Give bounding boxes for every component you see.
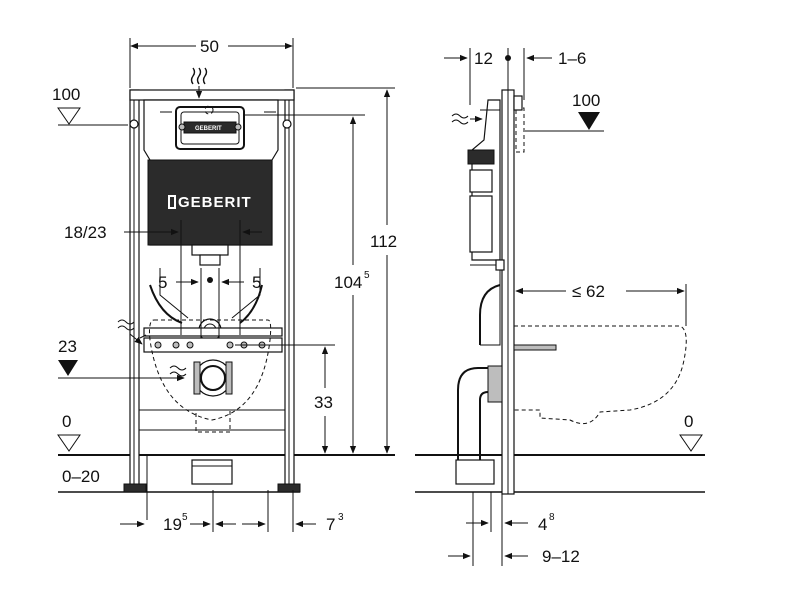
dim-drain-height: 33 (235, 344, 335, 454)
dim-bottom-left-label: 19 (163, 515, 182, 534)
side-dim-projection: ≤ 62 (515, 282, 687, 326)
dim-mount-height-label: 104 (334, 273, 362, 292)
side-level-0-label: 0 (684, 412, 693, 431)
dim-mount-height-sup: 5 (364, 270, 370, 281)
dim-mount-height: 104 5 (245, 114, 370, 454)
flush-plate: GEBERIT (175, 105, 245, 150)
side-view: 12 1–6 100 ≤ 62 0 (415, 48, 705, 566)
dim-floor-range-label: 0–20 (62, 467, 100, 486)
side-cistern (467, 99, 501, 346)
side-dim-bottom-a-sup: 8 (549, 512, 555, 523)
level-100-label: 100 (52, 85, 80, 104)
side-flush-plate (515, 107, 525, 153)
dim-bottom-left-sup: 5 (182, 512, 188, 523)
brand-logo: GEBERIT (178, 194, 252, 211)
side-flush-pipe (479, 284, 501, 345)
side-dim-top-range-label: 1–6 (558, 49, 586, 68)
drain-connection (191, 359, 233, 485)
side-dim-top-depth-label: 12 (474, 49, 493, 68)
level-23-label: 23 (58, 337, 77, 356)
side-water-supply-icon (451, 113, 483, 125)
side-level-100-label: 100 (572, 91, 600, 110)
frame-top-rail (129, 89, 295, 101)
dim-total-height: 112 (296, 87, 397, 454)
level-0-marker-front: 0 (57, 412, 81, 452)
dim-bottom-right-sup: 3 (338, 512, 344, 523)
side-level-0-marker: 0 (679, 412, 703, 452)
side-dim-top: 12 1–6 (444, 48, 586, 105)
dim-bottom: 19 5 7 3 (120, 490, 344, 534)
pan-bracket (139, 327, 283, 353)
side-level-100-marker: 100 (525, 91, 604, 132)
level-100-marker: 100 (52, 85, 128, 126)
dim-offset-right-label: 5 (252, 273, 261, 292)
level-23-marker: 23 (58, 319, 187, 382)
dim-width-label: 50 (200, 37, 219, 56)
dim-drain-height-label: 33 (314, 393, 333, 412)
dim-floor-range: 0–20 (62, 455, 148, 520)
side-pan-outline (514, 325, 687, 425)
dim-offsets: 5 5 (158, 268, 261, 338)
side-drain-bend (455, 365, 503, 485)
dim-flush-spacing-label: 18/23 (64, 223, 107, 242)
water-supply-icon (190, 67, 208, 99)
dim-flush-spacing: 18/23 (64, 220, 262, 335)
side-dim-projection-label: ≤ 62 (572, 282, 605, 301)
dim-width: 50 (129, 37, 294, 88)
front-view: GEBERIT GEBERIT (52, 37, 397, 534)
flush-pipe (149, 244, 263, 342)
dim-offset-left-label: 5 (158, 273, 167, 292)
pan-outline (149, 319, 272, 421)
side-dim-bottom: 4 8 9–12 (448, 492, 580, 566)
dim-bottom-right-label: 7 (326, 515, 335, 534)
level-0-label-front: 0 (62, 412, 71, 431)
side-dim-bottom-b-label: 9–12 (542, 547, 580, 566)
brand-plate-label: GEBERIT (195, 126, 222, 132)
dim-total-height-label: 112 (370, 232, 397, 251)
side-dim-bottom-a-label: 4 (538, 515, 547, 534)
